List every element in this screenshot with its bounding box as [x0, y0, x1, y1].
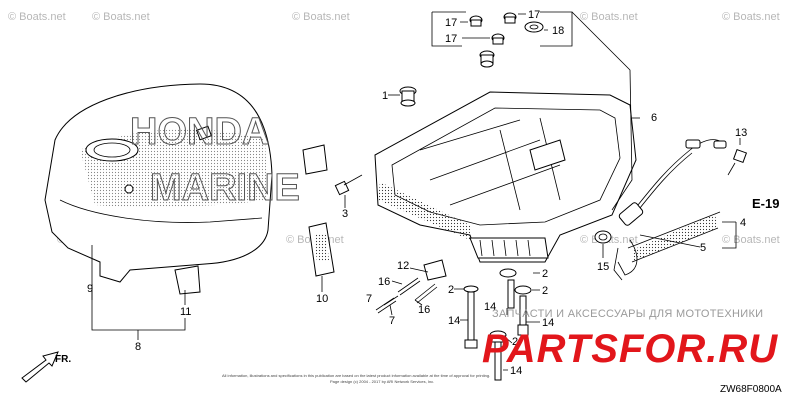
small-decal	[302, 144, 328, 175]
bolt-14-d	[490, 335, 506, 381]
copyright-line-1: All information, illustrations and speci…	[222, 373, 490, 378]
callout-14-bottom: 14	[510, 365, 522, 377]
callout-6: 6	[651, 112, 657, 124]
callout-5: 5	[700, 242, 706, 254]
callout-3: 3	[342, 208, 348, 220]
clip-10-grip	[314, 233, 329, 262]
clamp-12	[409, 259, 447, 281]
direction-label: FR.	[55, 354, 71, 365]
promo-tagline: ЗАПЧАСТИ И АКСЕССУАРЫ ДЛЯ МОТОТЕХНИКИ	[492, 308, 763, 320]
grommet-17-c	[491, 33, 505, 45]
grommet-15	[594, 230, 612, 244]
washer-2-a	[463, 285, 479, 293]
callout-2-right: 2	[542, 285, 548, 297]
bolt-14-c	[517, 295, 529, 336]
callout-2-upper-right: 2	[542, 268, 548, 280]
cover-graphic-honda: HONDA	[130, 111, 269, 153]
callout-7-lower: 7	[389, 315, 395, 327]
grommet-17-a	[469, 15, 483, 27]
callout-9: 9	[87, 283, 93, 295]
pin-7-a	[375, 297, 397, 314]
engine-top-cover: HONDA MARINE	[44, 83, 300, 283]
callout-14-center: 14	[484, 301, 496, 313]
washer-2-c	[514, 285, 532, 295]
callout-10: 10	[316, 293, 328, 305]
watermark-top-center: © Boats.net	[292, 11, 350, 23]
callout-1: 1	[382, 90, 388, 102]
callout-16-upper: 16	[378, 276, 390, 288]
pin-7-b	[383, 295, 399, 306]
callout-8: 8	[135, 341, 141, 353]
clip-16-b	[414, 283, 438, 304]
watermark-top-left: © Boats.net	[8, 11, 66, 23]
washer-2-b	[499, 268, 517, 278]
bolt-3	[334, 174, 363, 196]
callout-17-top-right: 17	[528, 9, 540, 21]
callout-12: 12	[397, 260, 409, 272]
callout-17-top-left: 17	[445, 17, 457, 29]
callout-15: 15	[597, 261, 609, 273]
callout-2-lower: 2	[512, 336, 518, 348]
leader-4	[722, 221, 737, 249]
callout-4: 4	[740, 217, 746, 229]
leader-14	[460, 308, 540, 371]
bolt-14-b	[507, 279, 515, 309]
callout-16-lower: 16	[418, 304, 430, 316]
watermark-top-far-right: © Boats.net	[722, 11, 780, 23]
watermark-top-right: © Boats.net	[580, 11, 638, 23]
decal-11	[174, 265, 201, 295]
copyright-line-2: Page design (c) 2004 - 2017 by ARI Netwo…	[330, 379, 434, 384]
front-direction-arrow: FR.	[21, 351, 71, 383]
callout-2-left: 2	[448, 284, 454, 296]
grommet-top-center	[479, 50, 495, 68]
diagram-id: ZW68F0800A	[720, 384, 782, 395]
grommet-17-b	[503, 12, 517, 24]
grommet-1	[399, 86, 417, 107]
watermark-far-right: © Boats.net	[722, 234, 780, 246]
callout-13: 13	[735, 127, 747, 139]
leader-16	[391, 280, 423, 306]
group-bracket-top	[431, 11, 573, 47]
emergency-stop-switch-lanyard	[613, 139, 727, 281]
promo-brand: PARTSFOR.RU	[482, 327, 778, 371]
bolt-14-a	[464, 291, 478, 349]
callout-18: 18	[552, 25, 564, 37]
cover-graphic-marine: MARINE	[150, 167, 300, 209]
callout-14-right: 14	[542, 317, 554, 329]
clip-16-a	[397, 277, 421, 296]
bottom-cowl	[374, 91, 637, 263]
grommet-18	[524, 21, 544, 33]
leader-7	[389, 304, 393, 316]
callout-7-left: 7	[366, 293, 372, 305]
bolt-13	[727, 148, 748, 176]
callout-11: 11	[180, 306, 191, 318]
leader-17-18	[460, 13, 548, 39]
callout-14-left: 14	[448, 315, 460, 327]
leader-5	[639, 234, 701, 248]
leader-6	[571, 11, 633, 211]
cross-reference-label: E-19	[752, 196, 779, 211]
callout-17-mid: 17	[445, 33, 457, 45]
leader-2	[454, 272, 540, 344]
watermark-top-left-2: © Boats.net	[92, 11, 150, 23]
